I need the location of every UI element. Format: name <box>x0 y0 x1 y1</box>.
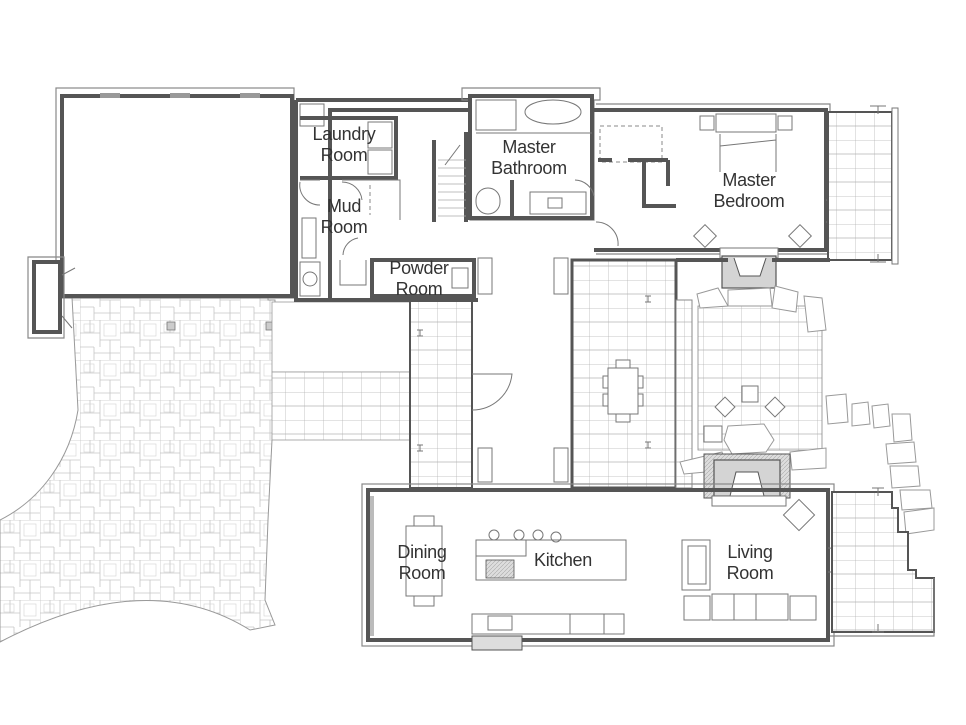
stair <box>432 132 468 222</box>
outdoor-room <box>570 258 830 490</box>
garage-side-storage <box>27 256 76 339</box>
room-label-master-bathroom: Master Bathroom <box>491 137 567 178</box>
living-porch <box>830 487 935 637</box>
master-bedroom <box>594 103 847 255</box>
master-balcony <box>827 105 899 265</box>
room-label-living-room: Living Room <box>726 542 774 583</box>
room-label-kitchen: Kitchen <box>534 550 592 570</box>
room-label-dining-room: Dining Room <box>397 542 447 583</box>
service-wing <box>294 98 493 302</box>
room-label-powder-room: Powder Room <box>389 258 449 299</box>
hall-door <box>471 257 569 483</box>
master-bathroom <box>461 87 601 221</box>
garage <box>55 87 295 299</box>
stone-path <box>825 393 935 535</box>
fireplace-upper <box>719 247 779 289</box>
room-label-master-bedroom: Master Bedroom <box>713 170 785 211</box>
paver-terrace <box>0 296 276 643</box>
room-label-mud-room: Mud Room <box>320 196 368 237</box>
covered-patio <box>271 299 473 489</box>
room-label-laundry: Laundry Room <box>312 124 376 165</box>
fireplace-lower <box>703 453 791 507</box>
